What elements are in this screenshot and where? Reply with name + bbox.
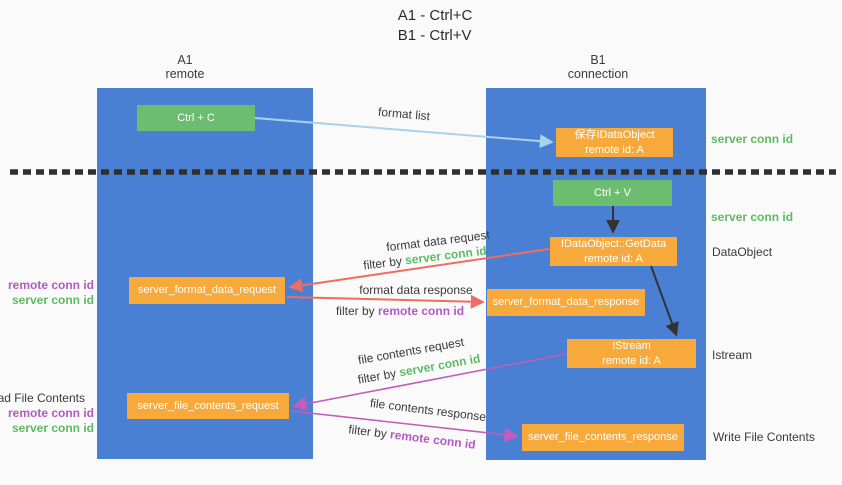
label-filter-by-remote-conn-id-2: filter by remote conn id: [348, 422, 477, 452]
arrow-format-data-response: [286, 294, 485, 309]
title-line-2: B1 - Ctrl+V: [397, 26, 472, 44]
node-save-dataobject-line2: remote id: A: [585, 143, 644, 156]
node-save-dataobject-line1: 保存IDataObject: [574, 129, 655, 142]
node-format-response: server_format_data_response: [487, 289, 645, 316]
left-label-remote-conn-id-top: remote conn id: [7, 278, 94, 292]
right-label-server-conn-id-top: server conn id: [711, 132, 794, 146]
left-label-server-conn-id-bottom: server conn id: [11, 421, 94, 435]
label-format-data-response: format data response: [359, 283, 473, 297]
node-ctrl-c: Ctrl + C: [137, 105, 255, 131]
right-label-istream: Istream: [712, 348, 753, 362]
node-getdata-line2: remote id: A: [584, 252, 643, 265]
node-file-response-label: server_file_contents_response: [528, 431, 678, 444]
left-label-read-file-contents: Read File Contents: [0, 391, 85, 405]
node-istream-line1: IStream: [612, 340, 651, 353]
filter-by-text: filter by: [335, 304, 375, 318]
node-getdata-line1: IDataObject::GetData: [560, 238, 667, 251]
right-label-dataobject: DataObject: [712, 245, 773, 259]
lane-a1-header: A1 remote: [166, 53, 205, 82]
lane-b1-subtitle: connection: [567, 67, 629, 82]
label-filter-by-remote-conn-id-1: filter by remote conn id: [336, 304, 464, 318]
right-label-write-file-contents: Write File Contents: [713, 430, 815, 444]
node-istream-line2: remote id: A: [602, 354, 661, 367]
node-file-response: server_file_contents_response: [522, 424, 684, 451]
node-format-request-label: server_format_data_request: [137, 284, 277, 297]
node-file-request: server_file_contents_request: [127, 393, 289, 419]
node-ctrl-v: Ctrl + V: [553, 180, 672, 206]
node-save-dataobject: 保存IDataObject remote id: A: [556, 128, 673, 157]
node-ctrl-v-label: Ctrl + V: [594, 186, 631, 199]
node-format-response-label: server_format_data_response: [492, 296, 640, 309]
right-label-server-conn-id-mid: server conn id: [711, 210, 794, 224]
node-ctrl-c-label: Ctrl + C: [177, 111, 215, 124]
page-title: A1 - Ctrl+C B1 - Ctrl+V: [398, 6, 473, 45]
lane-a1-name: A1: [177, 53, 193, 67]
lane-b1-name: B1: [590, 53, 606, 67]
node-istream: IStream remote id: A: [567, 339, 696, 368]
node-format-request: server_format_data_request: [129, 277, 285, 304]
filter-by-text: filter by: [356, 366, 398, 387]
filter-by-text: filter by: [347, 422, 388, 441]
filter-by-text: filter by: [362, 253, 403, 273]
lane-a1-subtitle: remote: [165, 67, 205, 82]
left-label-remote-conn-id-bottom: remote conn id: [7, 406, 94, 420]
node-getdata: IDataObject::GetData remote id: A: [550, 237, 677, 266]
title-line-1: A1 - Ctrl+C: [397, 7, 473, 24]
node-file-request-label: server_file_contents_request: [137, 399, 279, 412]
left-label-server-conn-id-top: server conn id: [11, 293, 94, 307]
remote-conn-id-text: remote conn id: [389, 427, 477, 452]
remote-conn-id-text: remote conn id: [378, 304, 465, 318]
label-format-list: format list: [377, 104, 431, 124]
label-file-contents-response: file contents response: [369, 395, 487, 425]
lane-b1-header: B1 connection: [568, 53, 628, 82]
